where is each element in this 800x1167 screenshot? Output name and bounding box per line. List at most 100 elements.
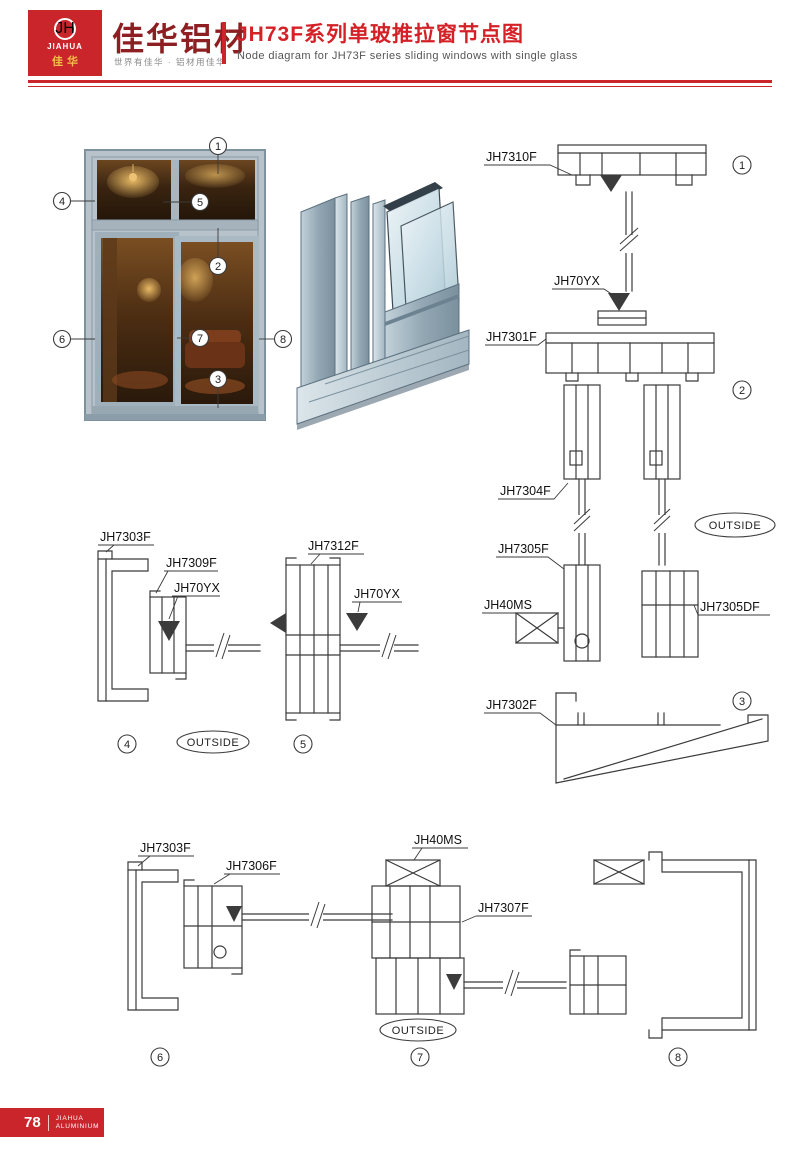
meeting-stile-profile-jh7312f	[270, 557, 341, 721]
node-callout-4: 4	[117, 734, 137, 754]
glass-break-symbol	[214, 632, 231, 660]
footer-divider	[47, 1114, 49, 1131]
profile-slab-2	[334, 193, 348, 377]
callout-5-number: 5	[300, 739, 306, 751]
glass-run-right	[339, 644, 419, 652]
profile-slab-4	[372, 199, 386, 369]
transom-profile-jh7301f	[545, 332, 715, 382]
jamb-section-diagram: JH7303F JH7309F JH70YX JH7312F JH70YX 4 …	[97, 530, 419, 754]
label-jh7312f: JH7312F	[308, 539, 359, 553]
sash-rail-groove	[385, 294, 459, 326]
page-number: 78	[24, 1114, 41, 1131]
window-callout-3: 3	[208, 369, 228, 389]
node-callout-2: 2	[732, 380, 752, 400]
label-jh7302f: JH7302F	[486, 698, 537, 712]
callout-8-number: 8	[675, 1052, 681, 1064]
right-lock-block	[593, 859, 645, 885]
page-title: JH73F系列单玻推拉窗节点图	[236, 23, 525, 46]
node-callout-5: 5	[293, 734, 313, 754]
sill-shadow-edge	[297, 364, 469, 430]
window-callout-7: 7	[190, 328, 210, 348]
label-jh7301f: JH7301F	[486, 330, 537, 344]
label-jh7305df: JH7305DF	[700, 600, 760, 614]
right-section-leaders	[482, 164, 770, 726]
outside-badge: OUTSIDE	[694, 512, 776, 538]
sill-fin-line-1	[324, 335, 470, 385]
glass-break-symbol	[618, 227, 640, 253]
window-callout-1: 1	[208, 136, 228, 156]
horizontal-section-diagram: JH7303F JH7306F JH40MS JH7307F OUTSIDE 6…	[127, 833, 757, 1067]
logo-monogram: JH	[55, 19, 75, 37]
lock-block-jh40ms	[385, 859, 441, 887]
window-callout-6: 6	[52, 329, 72, 349]
glass-break-symbol	[309, 901, 326, 929]
vertical-section-diagram: JH7310F JH70YX JH7301F JH7304F JH7305F J…	[482, 144, 776, 784]
callout-7-number: 7	[417, 1052, 423, 1064]
node-callout-6: 6	[150, 1047, 170, 1067]
label-jh7303f: JH7303F	[140, 841, 191, 855]
label-jh7305f: JH7305F	[498, 542, 549, 556]
footer-brand-sub: ALUMINIUM	[55, 1122, 100, 1130]
label-jh70yx-b: JH70YX	[354, 587, 401, 601]
sill-profile-jh7302f	[555, 692, 769, 784]
callout-4-number: 4	[124, 739, 130, 751]
callout-1-number: 1	[739, 160, 745, 172]
outside-label: OUTSIDE	[187, 737, 239, 749]
footer-brand-name: JIAHUA	[55, 1114, 84, 1122]
node-callout-1: 1	[732, 155, 752, 175]
sash-profile-jh7309f	[149, 590, 187, 680]
brand-logo: JH JIAHUA 佳华	[28, 10, 102, 76]
jamb-profile-jh7303f	[97, 550, 149, 702]
upper-sash-rails	[563, 384, 681, 480]
outside-badge: OUTSIDE	[176, 730, 250, 754]
outside-label: OUTSIDE	[392, 1025, 444, 1037]
callout-6-number: 6	[157, 1052, 163, 1064]
callout-2-number: 2	[739, 385, 745, 397]
window-callout-4: 4	[52, 191, 72, 211]
window-callout-2: 2	[208, 256, 228, 276]
glass-break-symbols-lower	[572, 508, 672, 533]
window-sill	[85, 414, 265, 420]
brand-tagline: 世界有佳华 · 铝材用佳华	[114, 57, 227, 67]
left-sliding-sash	[95, 232, 179, 408]
profile-slab-3	[350, 195, 370, 375]
outside-badge: OUTSIDE	[379, 1018, 457, 1042]
glass-break-symbol	[380, 632, 397, 660]
label-jh7303f: JH7303F	[100, 530, 151, 544]
left-jamb-profile-jh7303f	[127, 861, 179, 1011]
meeting-stile-jh7307f	[371, 885, 465, 1015]
sill-fin-line-2	[308, 349, 470, 403]
transom-panes	[97, 160, 255, 220]
logo-emblem-icon: JH	[54, 17, 76, 40]
profile-3d-render	[296, 182, 470, 430]
brand-name: 佳华铝材	[112, 21, 249, 57]
bottom-track	[92, 406, 258, 414]
node-callout-7: 7	[410, 1047, 430, 1067]
glass-top-edge	[383, 182, 443, 212]
label-jh7309f: JH7309F	[166, 556, 217, 570]
window-illustration: 1 4 5 2 6 7 8 3	[52, 136, 293, 421]
callout-leader-lines	[71, 155, 274, 408]
callout-5-number: 5	[197, 197, 203, 209]
node-callout-3: 3	[732, 691, 752, 711]
title-divider	[222, 22, 226, 64]
label-jh7307f: JH7307F	[478, 901, 529, 915]
logo-name: JIAHUA	[47, 41, 83, 51]
lower-sash-rails-jh7305f-jh7305df	[563, 564, 699, 662]
top-frame-profile-jh7310f	[557, 144, 707, 192]
right-sash-profile	[569, 949, 627, 1015]
page-subtitle: Node diagram for JH73F series sliding wi…	[237, 50, 578, 62]
bottom-section-leaders	[137, 847, 532, 923]
mid-section-leaders	[98, 544, 402, 620]
label-jh7306f: JH7306F	[226, 859, 277, 873]
footer-bar: 78 JIAHUA ALUMINIUM	[0, 1108, 104, 1137]
header-rule	[28, 80, 772, 83]
right-jamb-profile	[648, 851, 757, 1039]
callout-7-number: 7	[197, 333, 203, 345]
profile-slab-back	[300, 197, 336, 395]
window-callout-8: 8	[273, 329, 293, 349]
label-jh7304f: JH7304F	[500, 484, 551, 498]
interlock-wedge-jh70yx	[346, 613, 368, 631]
sash-profile-jh7306f	[183, 879, 243, 975]
